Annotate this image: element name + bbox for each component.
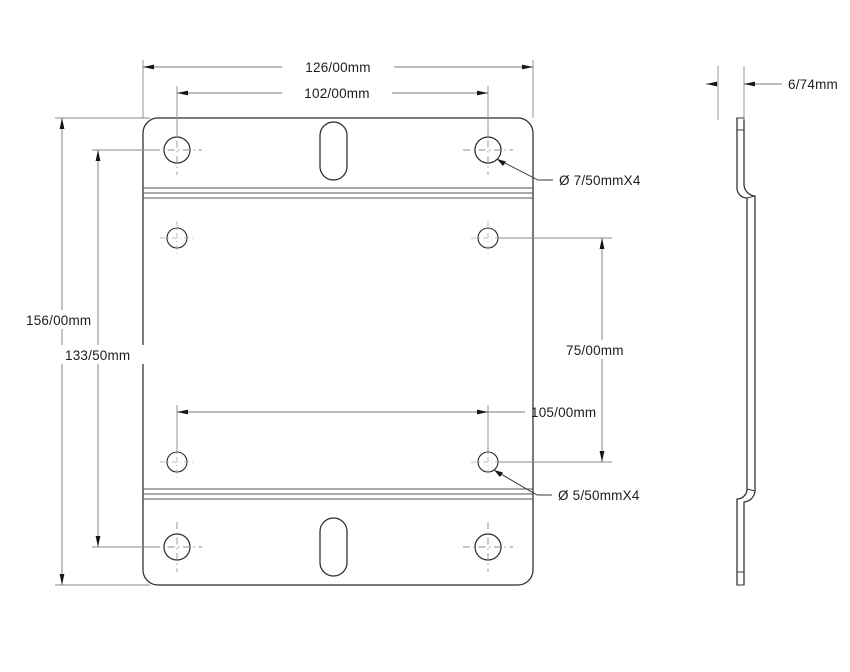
dimension-label-inner-pitch-horizontal: 105/00mm: [531, 405, 596, 420]
callout-label-small-hole: Ø 5/50mmX4: [558, 488, 640, 503]
side-bend-cap-bottom: [746, 488, 756, 492]
side-profile-outline: [736, 117, 748, 586]
callout-large-hole: Ø 7/50mmX4: [496, 158, 641, 188]
dimension-inner-pitch-vertical: 75/00mm: [498, 237, 642, 463]
front-view-group: [142, 117, 534, 586]
dimension-material-thickness: 6/74mm: [706, 66, 838, 120]
dimension-label-material-thickness: 6/74mm: [788, 77, 838, 92]
bend-line-lower: [143, 488, 533, 500]
dimension-inner-height: 133/50mm: [60, 149, 160, 548]
large-hole-bottom-right: [463, 522, 513, 572]
dimension-label-inner-height: 133/50mm: [65, 348, 130, 363]
side-profile-outline-inner: [743, 117, 756, 586]
callout-small-hole: Ø 5/50mmX4: [493, 469, 640, 503]
dimension-hole-pitch-width: 102/00mm: [176, 83, 489, 137]
side-bend-cap-top: [746, 195, 756, 199]
small-hole-top-left: [160, 221, 194, 255]
slotted-oval-hole-bottom: [319, 517, 348, 577]
large-hole-bottom-left: [152, 522, 202, 572]
slotted-oval-hole-top: [319, 121, 348, 181]
dimension-label-hole-pitch-width: 102/00mm: [304, 86, 369, 101]
dimension-label-overall-height: 156/00mm: [26, 313, 91, 328]
dimension-inner-pitch-horizontal: 105/00mm: [176, 405, 596, 452]
dimension-overall-width: 126/00mm: [142, 57, 534, 118]
plate-outline: [142, 117, 534, 586]
callout-label-large-hole: Ø 7/50mmX4: [559, 173, 641, 188]
dimension-label-overall-width: 126/00mm: [305, 60, 370, 75]
dimension-label-inner-pitch-vertical: 75/00mm: [566, 343, 624, 358]
bend-line-upper: [143, 187, 533, 199]
side-view-group: [736, 117, 756, 586]
